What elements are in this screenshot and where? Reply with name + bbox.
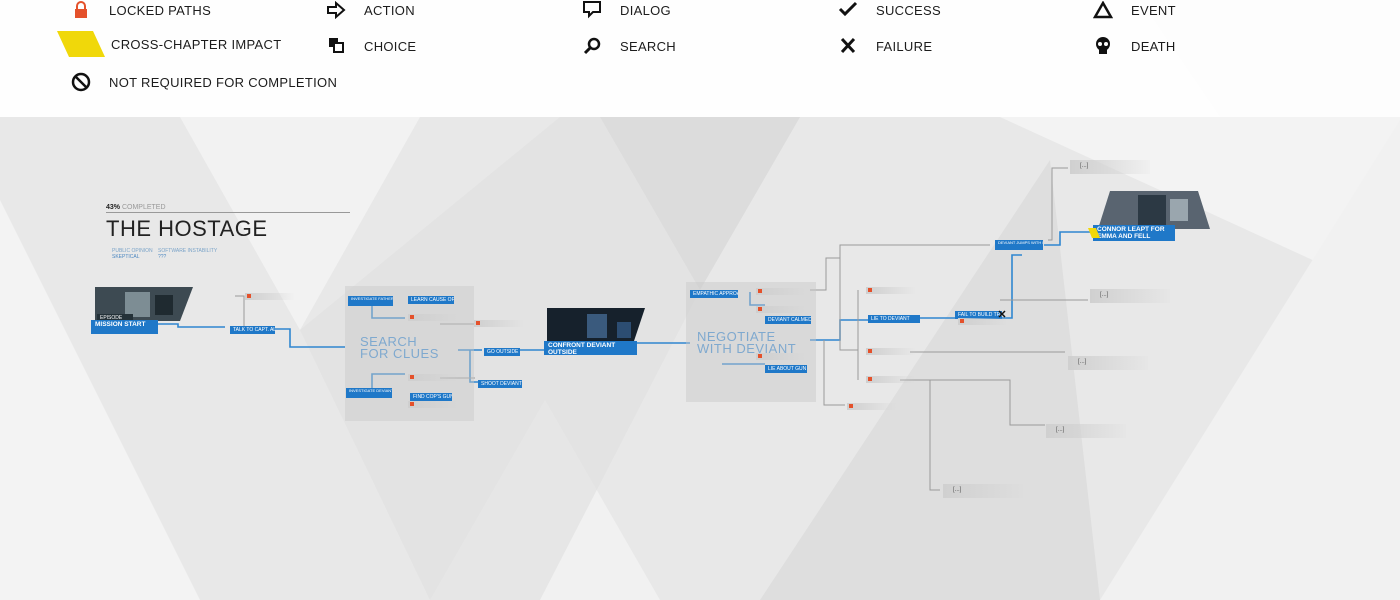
node-confront-deviant[interactable]: CONFRONT DEVIANT OUTSIDE bbox=[544, 341, 637, 355]
legend-label: DEATH bbox=[1131, 39, 1176, 54]
locked-path bbox=[245, 293, 295, 300]
node-fail-trust[interactable]: FAIL TO BUILD TRUST bbox=[955, 311, 1002, 319]
episode-tag: EPISODE bbox=[97, 314, 133, 321]
node-learn-cause[interactable]: LEARN CAUSE OF INCIDENT bbox=[408, 296, 454, 304]
unknown-outcome: [...] bbox=[943, 484, 1023, 498]
public-opinion-label: PUBLIC OPINION bbox=[112, 248, 153, 254]
checkmark-icon bbox=[836, 0, 860, 20]
parallelogram-icon bbox=[57, 31, 105, 57]
mission-start-thumbnail bbox=[95, 287, 193, 321]
cross-chapter-marker-icon bbox=[1088, 228, 1100, 238]
node-find-cop-gun[interactable]: FIND COP'S GUN bbox=[410, 393, 452, 401]
node-talk-to-capt[interactable]: TALK TO CAPT. ALLEN bbox=[230, 326, 275, 334]
node-lie-about-gun[interactable]: LIE ABOUT GUN bbox=[765, 365, 807, 373]
locked-path bbox=[847, 403, 897, 410]
lock-icon bbox=[69, 0, 93, 20]
negotiate-cluster-label: NEGOTIATE WITH DEVIANT bbox=[697, 329, 797, 356]
locked-path bbox=[756, 353, 806, 360]
legend-label: LOCKED PATHS bbox=[109, 3, 212, 18]
node-mission-start[interactable]: MISSION START bbox=[91, 320, 158, 334]
ending-thumbnail bbox=[1098, 191, 1210, 229]
legend-label: NOT REQUIRED FOR COMPLETION bbox=[109, 75, 338, 90]
triangle-icon bbox=[1091, 0, 1115, 20]
locked-path bbox=[408, 401, 458, 408]
legend-label: CROSS-CHAPTER IMPACT bbox=[111, 37, 282, 52]
legend-label: DIALOG bbox=[620, 3, 671, 18]
choice-icon bbox=[324, 36, 348, 56]
completion-label: COMPLETED bbox=[121, 204, 166, 211]
legend-label: FAILURE bbox=[876, 39, 933, 54]
node-deviant-calmed[interactable]: DEVIANT CALMED DOWN bbox=[765, 316, 811, 324]
locked-path bbox=[866, 348, 916, 355]
chapter-title: THE HOSTAGE bbox=[106, 216, 268, 241]
search-cluster bbox=[345, 286, 474, 421]
search-cluster-label: SEARCH FOR CLUES bbox=[360, 334, 439, 361]
unknown-outcome: [...] bbox=[1068, 356, 1148, 370]
prohibited-icon bbox=[69, 72, 93, 92]
node-lie-to-deviant[interactable]: LIE TO DEVIANT bbox=[868, 315, 920, 323]
skull-icon bbox=[1091, 36, 1115, 56]
legend-label: SUCCESS bbox=[876, 3, 941, 18]
unknown-outcome: [...] bbox=[1046, 424, 1126, 438]
unknown-outcome: [...] bbox=[1090, 289, 1170, 303]
magnifier-icon bbox=[580, 36, 604, 56]
completion-percent: 43% COMPLETED bbox=[106, 204, 166, 211]
legend-label: EVENT bbox=[1131, 3, 1176, 18]
title-divider bbox=[106, 212, 350, 213]
negotiate-cluster bbox=[686, 282, 816, 402]
confront-thumbnail bbox=[547, 308, 645, 344]
node-shoot-deviant[interactable]: SHOOT DEVIANT bbox=[478, 380, 522, 388]
locked-path bbox=[408, 314, 458, 321]
legend-label: SEARCH bbox=[620, 39, 676, 54]
legend-label: CHOICE bbox=[364, 39, 417, 54]
locked-path bbox=[756, 288, 806, 295]
locked-path bbox=[408, 374, 458, 381]
node-empathic-approach[interactable]: EMPATHIC APPROACH bbox=[690, 290, 738, 298]
speech-bubble-icon bbox=[580, 0, 604, 20]
completion-value: 43% bbox=[106, 204, 121, 211]
legend-label: ACTION bbox=[364, 3, 415, 18]
node-investigate-deviant[interactable]: INVESTIGATE DEVIANT'S ROOM bbox=[346, 388, 392, 398]
locked-path bbox=[866, 287, 916, 294]
locked-path bbox=[958, 318, 1008, 325]
software-value: ??? bbox=[158, 254, 167, 260]
locked-path bbox=[474, 320, 524, 327]
arrow-right-icon bbox=[324, 0, 348, 20]
node-go-outside[interactable]: GO OUTSIDE bbox=[484, 348, 520, 356]
public-opinion-value: SKEPTICAL bbox=[112, 254, 140, 260]
locked-path bbox=[756, 306, 806, 313]
node-investigate-body[interactable]: INVESTIGATE FATHER'S BODY bbox=[348, 296, 393, 306]
failure-marker-icon bbox=[998, 310, 1006, 318]
cross-icon bbox=[836, 36, 860, 56]
legend-panel: LOCKED PATHS ACTION DIALOG SUCCESS EVENT… bbox=[0, 0, 1400, 117]
unknown-outcome: [...] bbox=[1070, 160, 1150, 174]
node-ending[interactable]: CONNOR LEAPT FOR EMMA AND FELL bbox=[1093, 225, 1175, 241]
locked-path bbox=[866, 376, 916, 383]
node-deviant-jumps[interactable]: DEVIANT JUMPS WITH EMMA bbox=[995, 240, 1043, 250]
software-label: SOFTWARE INSTABILITY bbox=[158, 248, 218, 254]
